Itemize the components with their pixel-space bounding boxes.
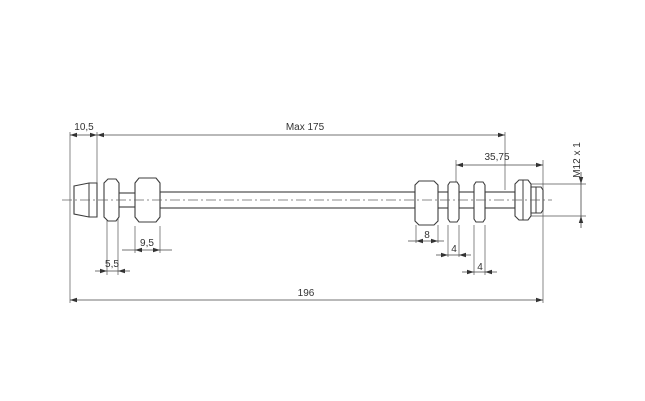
dim-label-width-sleeve: 8: [424, 230, 430, 241]
dim-label-max-length: Max 175: [286, 122, 325, 133]
dim-label-overall-length: 196: [298, 288, 315, 299]
dim-label-offset-left: 10,5: [74, 122, 94, 133]
dim-label-offset-right: 35,75: [484, 152, 509, 163]
ring-2: [473, 181, 486, 223]
extension-lines: [69, 132, 586, 303]
right-sleeve: [414, 180, 439, 226]
dim-label-width-ring-1: 4: [451, 244, 457, 255]
dim-label-width-ring-2: 4: [477, 262, 483, 273]
dimension-lines: [70, 132, 584, 303]
dim-label-width-collar: 9,5: [140, 238, 154, 249]
dim-label-gap-left: 5,5: [105, 259, 119, 270]
dimension-labels: 10,5 Max 175 35,75 M12 x 1 9,5 5,5 8 4 4…: [74, 122, 583, 299]
dim-label-thread: M12 x 1: [572, 142, 583, 178]
hose-assembly: [62, 177, 552, 226]
ring-1: [447, 181, 460, 223]
